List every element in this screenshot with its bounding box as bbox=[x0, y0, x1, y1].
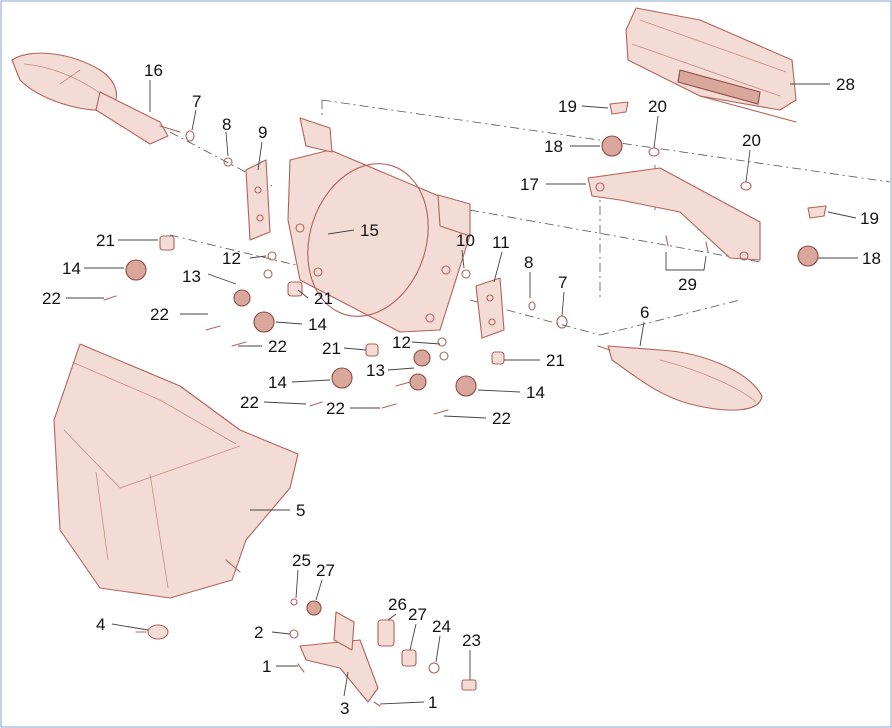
callout-7: 7 bbox=[558, 273, 567, 292]
callout-1: 1 bbox=[262, 657, 271, 676]
callout-14: 14 bbox=[268, 373, 287, 392]
instrument-bracket bbox=[587, 167, 761, 261]
callout-labels: 16 7 8 9 21 14 22 12 13 15 21 22 14 22 1… bbox=[42, 61, 881, 718]
callout-19: 19 bbox=[860, 209, 879, 228]
callout-21: 21 bbox=[96, 231, 115, 250]
left-turn-signal bbox=[11, 52, 181, 145]
headlight-bulb bbox=[135, 624, 169, 640]
callout-13: 13 bbox=[366, 361, 385, 380]
callout-26: 26 bbox=[388, 595, 407, 614]
axis-line bbox=[469, 209, 761, 263]
callout-18: 18 bbox=[544, 137, 563, 156]
headlight-bracket bbox=[287, 117, 471, 333]
callout-20: 20 bbox=[742, 131, 761, 150]
callout-22: 22 bbox=[268, 337, 287, 356]
axis-line bbox=[169, 234, 301, 267]
callout-6: 6 bbox=[640, 303, 649, 322]
callout-2: 2 bbox=[254, 623, 263, 642]
hardware-parts bbox=[103, 101, 827, 707]
callout-21: 21 bbox=[322, 339, 341, 358]
headlight-assembly bbox=[53, 343, 299, 599]
callout-12: 12 bbox=[222, 249, 241, 268]
callout-14: 14 bbox=[526, 383, 545, 402]
callout-17: 17 bbox=[520, 175, 539, 194]
callout-11: 11 bbox=[492, 233, 510, 252]
bracket-left bbox=[245, 159, 271, 241]
instrument-cluster bbox=[625, 7, 797, 123]
callout-22: 22 bbox=[240, 393, 259, 412]
callout-22: 22 bbox=[42, 289, 61, 308]
callout-29: 29 bbox=[678, 275, 697, 294]
callout-8: 8 bbox=[222, 115, 231, 134]
callout-3: 3 bbox=[340, 699, 349, 718]
callout-27: 27 bbox=[408, 605, 427, 624]
callout-20: 20 bbox=[648, 97, 667, 116]
callout-21: 21 bbox=[546, 351, 565, 370]
callout-9: 9 bbox=[258, 123, 267, 142]
callout-10: 10 bbox=[456, 231, 475, 250]
callout-14: 14 bbox=[308, 315, 327, 334]
callout-15: 15 bbox=[360, 221, 379, 240]
callout-7: 7 bbox=[192, 92, 201, 111]
callout-18: 18 bbox=[862, 249, 881, 268]
callout-8: 8 bbox=[524, 253, 533, 272]
callout-19: 19 bbox=[558, 97, 577, 116]
callout-14: 14 bbox=[62, 259, 81, 278]
callout-22: 22 bbox=[326, 399, 345, 418]
callout-21: 21 bbox=[314, 289, 333, 308]
callout-16: 16 bbox=[144, 61, 163, 80]
callout-24: 24 bbox=[432, 617, 451, 636]
bracket-right bbox=[475, 277, 505, 339]
right-turn-signal bbox=[597, 345, 763, 411]
callout-leaders bbox=[66, 80, 858, 705]
axis-line bbox=[599, 299, 741, 336]
callout-22: 22 bbox=[492, 409, 511, 428]
callout-23: 23 bbox=[462, 631, 481, 650]
assembly-axes bbox=[169, 99, 891, 336]
callout-22: 22 bbox=[150, 305, 169, 324]
callout-4: 4 bbox=[96, 615, 105, 634]
lower-bracket bbox=[299, 611, 379, 703]
callout-12: 12 bbox=[392, 333, 411, 352]
callout-5: 5 bbox=[296, 501, 305, 520]
callout-27: 27 bbox=[316, 561, 335, 580]
callout-13: 13 bbox=[182, 267, 201, 286]
callout-25: 25 bbox=[292, 551, 311, 570]
callout-28: 28 bbox=[836, 75, 855, 94]
callout-1: 1 bbox=[428, 693, 437, 712]
